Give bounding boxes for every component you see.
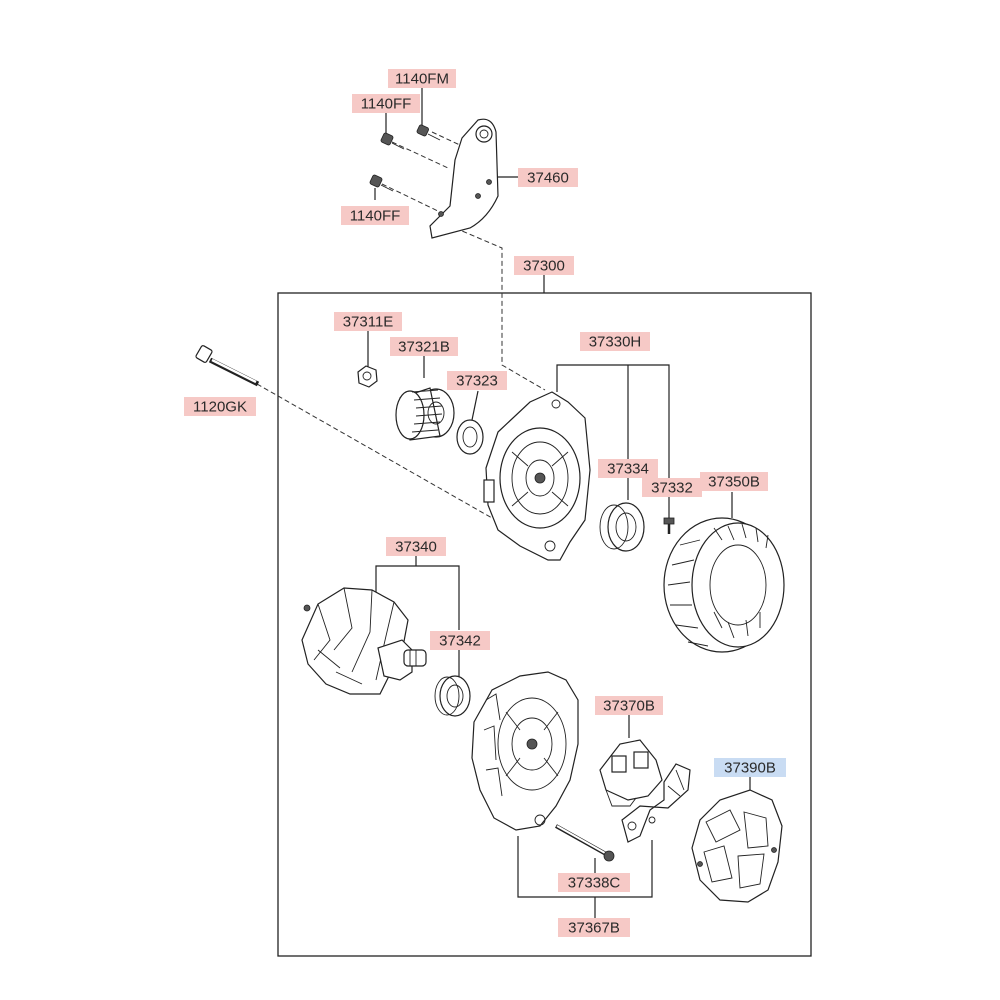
alignment-lines	[249, 131, 546, 519]
rear-cover-37390b-icon	[691, 789, 783, 903]
part-label-37350b[interactable]: 37350B	[700, 472, 768, 491]
part-label-37300[interactable]: 37300	[514, 256, 574, 275]
rotor-37340-icon	[301, 587, 427, 695]
regulator-37367b-icon	[621, 763, 691, 843]
bracket-37460-icon	[429, 118, 499, 239]
part-label-37332[interactable]: 37332	[642, 478, 702, 497]
part-label-37311e[interactable]: 37311E	[334, 312, 402, 331]
part-label-37367b[interactable]: 37367B	[558, 918, 630, 937]
part-label-text: 37323	[456, 373, 498, 390]
part-label-text: 37300	[523, 258, 565, 275]
part-label-text: 37330H	[589, 334, 642, 351]
part-label-37342[interactable]: 37342	[430, 631, 490, 650]
part-label-37370b[interactable]: 37370B	[595, 696, 663, 715]
bearing-37334-icon	[599, 502, 645, 552]
part-label-37323[interactable]: 37323	[447, 371, 507, 390]
part-label-text: 37390B	[724, 760, 776, 777]
part-label-1140fm[interactable]: 1140FM	[388, 69, 456, 88]
part-label-text: 37334	[607, 461, 649, 478]
part-label-text: 1140FF	[350, 208, 401, 225]
part-label-text: 1120GK	[193, 399, 247, 416]
bolt-1140ff-top-icon	[380, 132, 405, 150]
nut-37311e-icon	[357, 365, 378, 388]
bolt-37338c-icon	[555, 824, 615, 862]
bolt-1140fm-icon	[416, 124, 441, 141]
brush-holder-37370b-icon	[599, 739, 663, 807]
part-label-text: 37460	[527, 170, 569, 187]
part-label-37338c[interactable]: 37338C	[558, 873, 630, 892]
leader-lines	[367, 88, 751, 918]
bearing-37342-icon	[434, 675, 471, 717]
bolt-1140ff-bottom-icon	[369, 174, 394, 192]
part-label-text: 37338C	[568, 875, 621, 892]
part-label-1120gk[interactable]: 1120GK	[184, 397, 256, 416]
part-label-text: 37370B	[603, 698, 655, 715]
front-housing-37330h-icon	[483, 391, 591, 561]
part-label-37460[interactable]: 37460	[518, 168, 578, 187]
part-label-37334[interactable]: 37334	[598, 459, 658, 478]
part-label-37340[interactable]: 37340	[386, 537, 446, 556]
spacer-37323-icon	[456, 419, 484, 455]
part-label-text: 1140FF	[361, 96, 412, 113]
part-label-37390b[interactable]: 37390B	[714, 758, 786, 777]
rear-housing-icon	[471, 671, 579, 831]
part-label-text: 37321B	[398, 339, 450, 356]
part-label-37321b[interactable]: 37321B	[390, 337, 458, 356]
part-label-text: 1140FM	[395, 71, 449, 88]
pulley-37321b-icon	[395, 387, 455, 441]
screw-37332-icon	[663, 517, 675, 534]
part-label-text: 37367B	[568, 920, 620, 937]
part-label-text: 37340	[395, 539, 437, 556]
part-label-1140ff-bottom[interactable]: 1140FF	[341, 206, 409, 225]
part-label-37330h[interactable]: 37330H	[580, 332, 650, 351]
part-label-text: 37342	[439, 633, 481, 650]
stator-37350b-icon	[663, 517, 785, 653]
part-label-text: 37332	[651, 480, 693, 497]
part-label-text: 37311E	[343, 314, 394, 331]
part-label-text: 37350B	[708, 474, 760, 491]
through-bolt-1120gk-icon	[195, 345, 260, 387]
part-label-1140ff-top[interactable]: 1140FF	[352, 94, 420, 113]
